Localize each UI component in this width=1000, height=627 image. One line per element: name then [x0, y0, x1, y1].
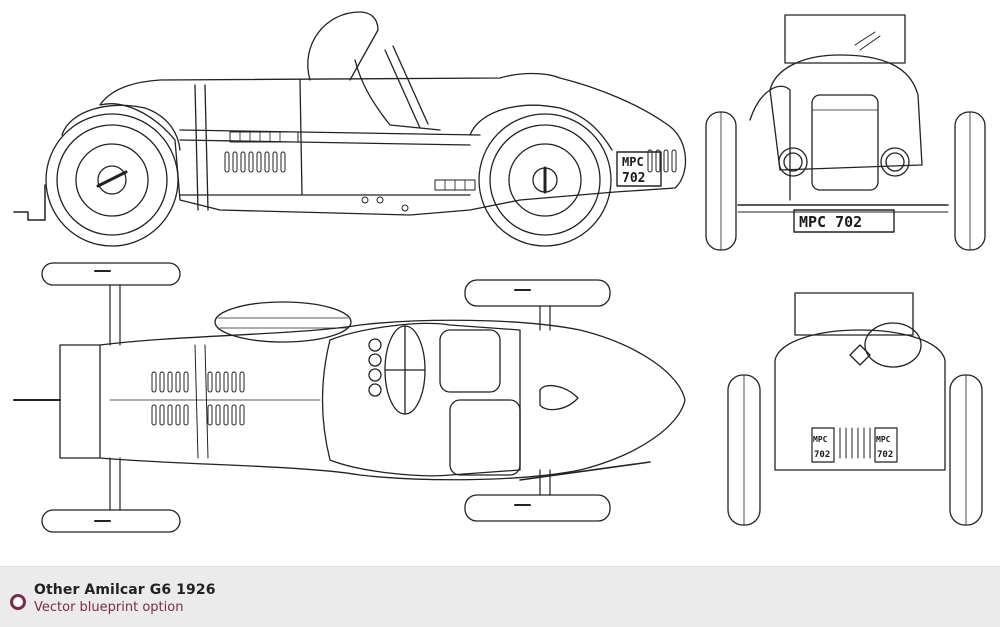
front-plate-text: MPC 702	[799, 213, 862, 231]
side-front-wheel	[478, 113, 612, 247]
front-view: MPC 702	[705, 14, 986, 251]
rear-view: MPC 702 MPC 702	[727, 292, 983, 526]
circle-bullet-icon	[10, 594, 26, 610]
rear-right-plate-line2: 702	[877, 450, 893, 460]
side-view: MPC 702	[13, 11, 687, 247]
side-louvres	[224, 149, 677, 173]
blueprint-drawing: MPC 702	[13, 11, 986, 533]
top-louvres	[151, 371, 245, 426]
caption-bar: Other Amilcar G6 1926 Vector blueprint o…	[0, 566, 1000, 627]
caption-subtitle[interactable]: Vector blueprint option	[34, 600, 184, 615]
top-wheels	[41, 262, 611, 533]
rear-right-plate-line1: MPC	[876, 435, 891, 444]
rear-left-plate-line1: MPC	[813, 435, 828, 444]
rear-number-plate-left: MPC 702	[811, 427, 835, 463]
side-plate-line2: 702	[622, 171, 645, 186]
side-number-plate: MPC 702	[616, 151, 662, 187]
side-rear-wheel	[45, 113, 179, 247]
rear-left-plate-line2: 702	[814, 450, 830, 460]
front-number-plate: MPC 702	[793, 209, 895, 233]
rear-number-plate-right: MPC 702	[874, 427, 898, 463]
top-view	[13, 262, 686, 533]
caption-title[interactable]: Other Amilcar G6 1926	[34, 582, 216, 598]
side-plate-line1: MPC	[622, 155, 644, 169]
